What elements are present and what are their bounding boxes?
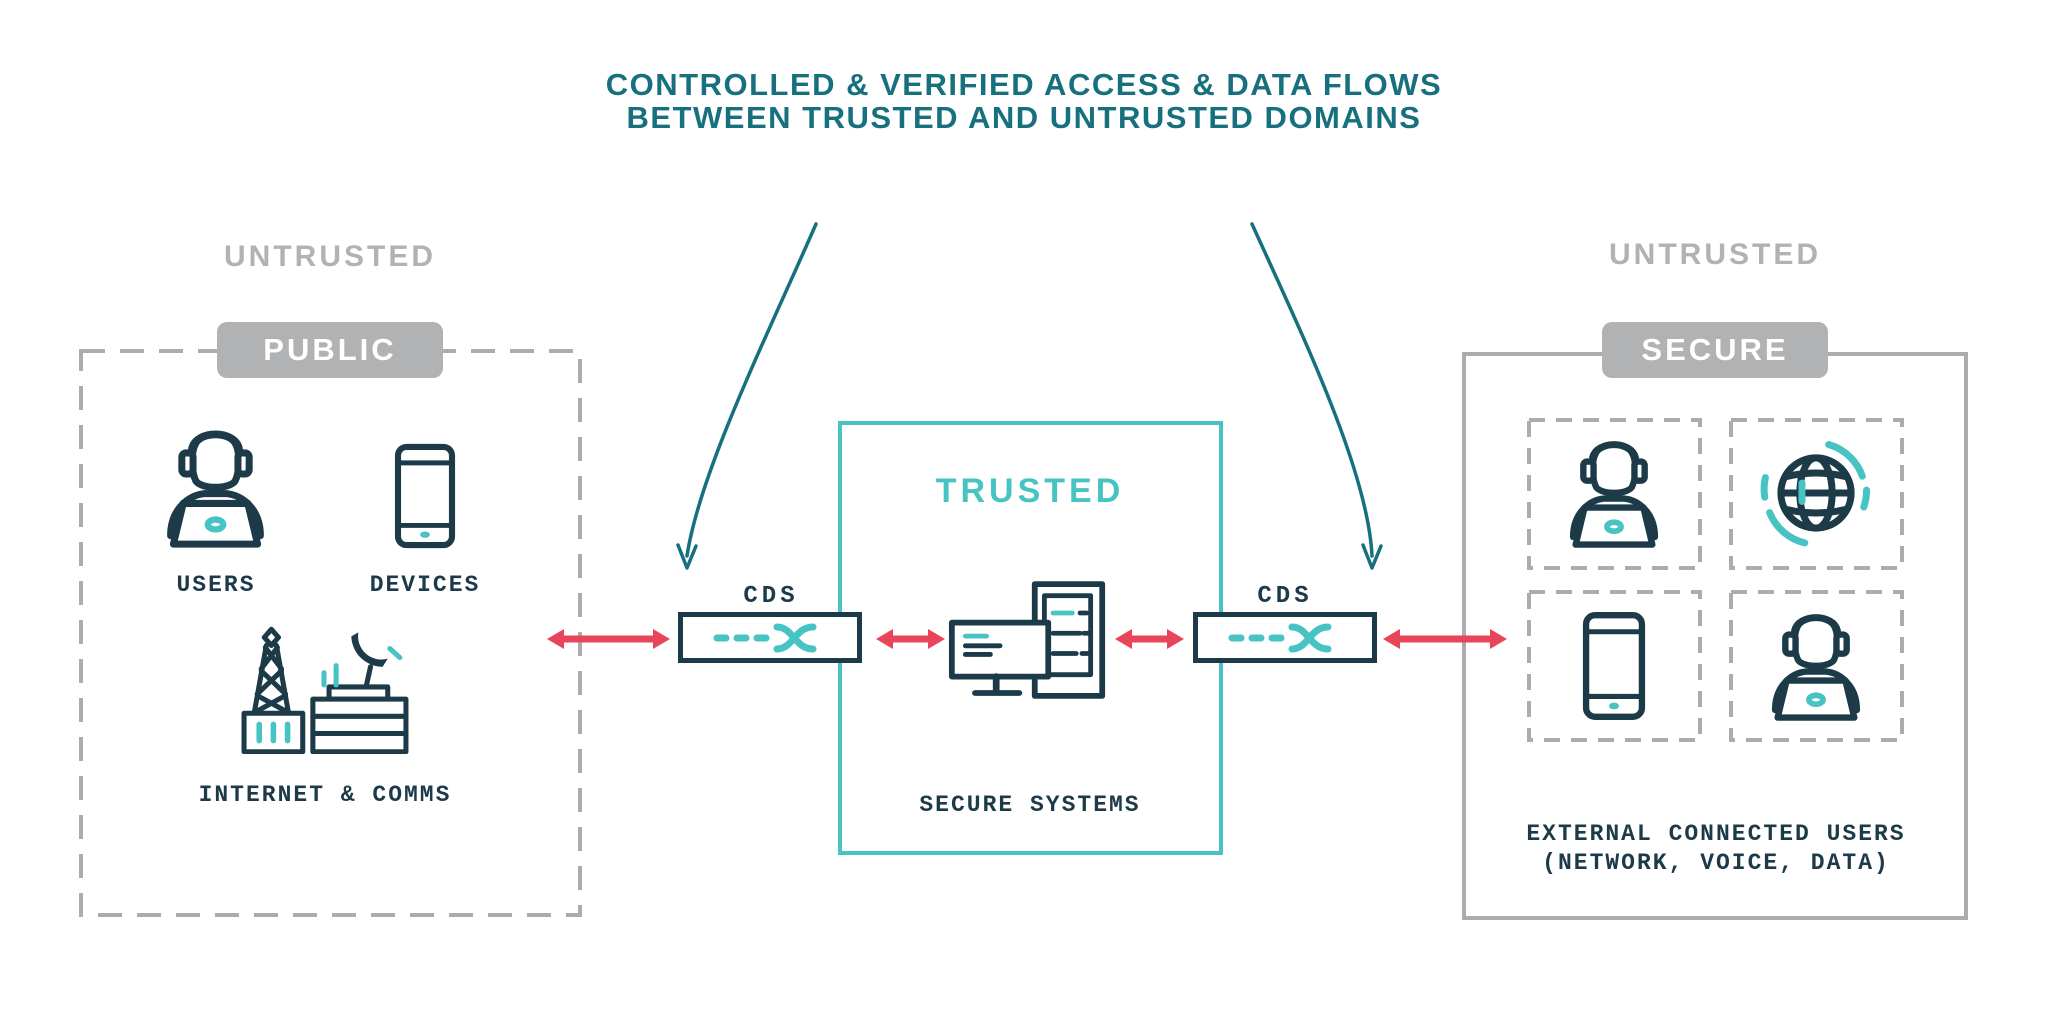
cds-right-box xyxy=(1193,612,1377,663)
secure-systems-label: SECURE SYSTEMS xyxy=(919,792,1141,818)
bidirectional-arrow-cds-secure xyxy=(1383,629,1507,649)
tile-device xyxy=(1527,590,1702,742)
external-users-caption-line2: (NETWORK, VOICE, DATA) xyxy=(1542,850,1890,876)
secure-badge: SECURE xyxy=(1602,322,1828,378)
annotation-arrow-left-cds xyxy=(676,222,818,570)
devices-label: DEVICES xyxy=(369,572,481,598)
bidirectional-arrow-cds-systems-left xyxy=(876,629,945,649)
user-headset-laptop-icon xyxy=(167,430,264,548)
public-badge: PUBLIC xyxy=(217,322,443,378)
tile-external-user-1 xyxy=(1527,418,1702,570)
left-zone-label: UNTRUSTED xyxy=(224,240,436,273)
comms-infrastructure-icon xyxy=(241,626,409,754)
workstation-server-icon xyxy=(948,581,1106,699)
page-title: CONTROLLED & VERIFIED ACCESS & DATA FLOW… xyxy=(0,68,2048,134)
cds-left-box xyxy=(678,612,862,663)
external-users-caption-line1: EXTERNAL CONNECTED USERS xyxy=(1526,821,1906,847)
annotation-arrow-right-cds xyxy=(1250,222,1383,570)
cds-right-label: CDS xyxy=(1257,583,1313,610)
bidirectional-arrow-public-cds xyxy=(547,629,670,649)
bidirectional-arrow-cds-systems-right xyxy=(1115,629,1184,649)
user-headset-laptop-icon xyxy=(1569,441,1659,548)
cds-left-label: CDS xyxy=(743,583,799,610)
tile-network xyxy=(1729,418,1904,570)
user-headset-laptop-icon xyxy=(1771,614,1861,721)
trusted-zone-label: TRUSTED xyxy=(935,472,1125,510)
tile-external-user-2 xyxy=(1729,590,1904,742)
page-title-line2: BETWEEN TRUSTED AND UNTRUSTED DOMAINS xyxy=(626,100,1422,135)
page-title-line1: CONTROLLED & VERIFIED ACCESS & DATA FLOW… xyxy=(605,67,1443,102)
right-zone-label: UNTRUSTED xyxy=(1609,238,1821,271)
cds-filter-icon xyxy=(1228,623,1332,652)
users-label: USERS xyxy=(176,572,256,598)
external-users-caption: EXTERNAL CONNECTED USERS (NETWORK, VOICE… xyxy=(1490,820,1942,878)
cds-filter-icon xyxy=(713,623,817,652)
globe-icon xyxy=(1760,441,1871,547)
tablet-icon xyxy=(394,443,456,549)
internet-comms-label: INTERNET & COMMS xyxy=(198,782,452,808)
tablet-icon xyxy=(1582,612,1646,720)
